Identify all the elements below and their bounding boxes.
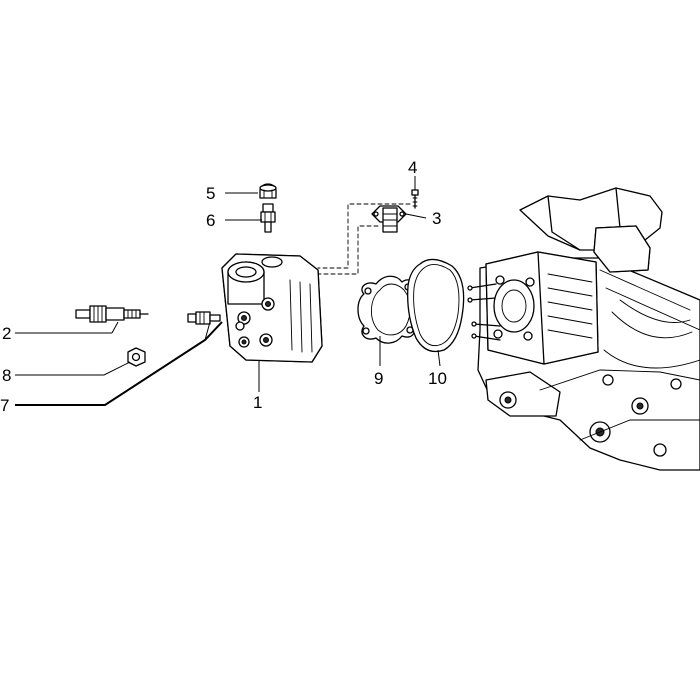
callout-3: 3 [432,209,441,228]
nut-part[interactable] [127,347,146,367]
valve-nipple-part[interactable] [260,203,276,233]
leader-lines [15,176,441,406]
temperature-sensor-part[interactable] [187,311,221,325]
cap-part[interactable] [259,183,277,199]
callout-9: 9 [374,369,383,388]
fitting-part[interactable] [371,205,407,233]
callout-6: 6 [206,211,215,230]
callout-7: 7 [0,396,9,415]
engine-block-part [467,187,700,471]
callout-1: 1 [253,393,262,412]
callout-labels: 1 2 3 4 5 6 7 8 9 10 [0,158,447,415]
callout-10: 10 [428,369,447,388]
callout-5: 5 [206,184,215,203]
spark-plug-part[interactable] [75,305,149,323]
cylinder-head-cover-part[interactable] [221,253,323,363]
callout-8: 8 [2,366,11,385]
callout-2: 2 [2,324,11,343]
screw-part[interactable] [411,189,419,209]
callout-4: 4 [408,158,417,177]
head-gasket-part[interactable] [407,258,465,353]
dashed-assembly-guides [317,203,411,275]
